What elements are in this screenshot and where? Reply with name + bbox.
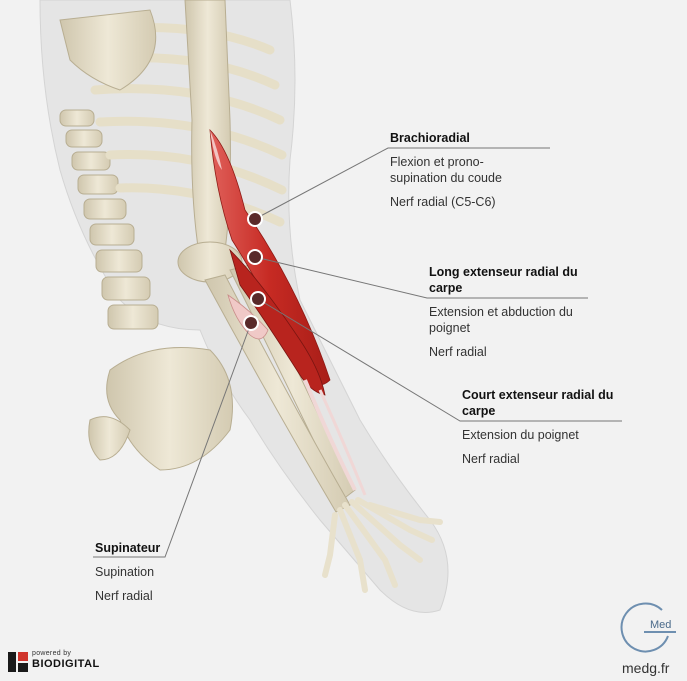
supinateur-title: Supinateur	[95, 541, 161, 555]
supinateur-leader	[93, 322, 252, 558]
brachioradial-leader	[254, 147, 550, 220]
supinateur-label: Supinateur Supination Nerf radial	[95, 540, 160, 604]
scapula	[59, 9, 157, 91]
brachioradial-title: Brachioradial	[390, 131, 470, 145]
spine	[59, 109, 159, 330]
brachioradial-label: Brachioradial Flexion et prono- supinati…	[390, 130, 502, 210]
long-extenseur-label: Long extenseur radial du carpe Extension…	[429, 264, 578, 360]
biodigital-mark-icon	[8, 652, 28, 672]
forearm-muscles	[209, 128, 367, 496]
hand-bones	[322, 497, 443, 593]
court-extenseur-nerve: Nerf radial	[462, 452, 520, 466]
brachioradial-action-2: supination du coude	[390, 171, 502, 185]
biodigital-logo: powered by BIODIGITAL	[8, 650, 118, 674]
long-extenseur-title-1: Long extenseur radial du	[429, 265, 578, 279]
humerus	[177, 0, 243, 283]
medg-site-text: medg.fr	[622, 660, 670, 676]
biodigital-text: BIODIGITAL	[32, 658, 100, 670]
long-extenseur-title-2: carpe	[429, 281, 463, 295]
supinateur-action-1: Supination	[95, 565, 155, 579]
brachioradial-action-1: Flexion et prono-	[390, 155, 484, 169]
brachioradial-nerve: Nerf radial (C5-C6)	[390, 195, 496, 209]
court-extenseur-action-1: Extension du poignet	[462, 428, 579, 442]
medg-logo-icon: Med	[620, 602, 676, 653]
court-extenseur-title-1: Court extenseur radial du	[462, 388, 614, 402]
medg-mark-text: Med	[650, 619, 671, 631]
long-extenseur-nerve: Nerf radial	[429, 345, 487, 359]
court-extenseur-label: Court extenseur radial du carpe Extensio…	[462, 387, 613, 467]
leader-lines	[93, 147, 622, 558]
supinateur-marker	[243, 315, 259, 331]
pelvis	[88, 347, 233, 471]
long-extenseur-action-1: Extension et abduction du	[429, 305, 573, 319]
long-extenseur-marker	[247, 249, 263, 265]
court-extenseur-title-2: carpe	[462, 404, 496, 418]
supinateur-nerve: Nerf radial	[95, 589, 153, 603]
long-extenseur-action-2: poignet	[429, 321, 471, 335]
long-extenseur-leader	[254, 256, 588, 299]
court-extenseur-leader	[257, 298, 622, 422]
court-extenseur-marker	[250, 291, 266, 307]
markers	[243, 211, 266, 331]
brachioradial-marker	[247, 211, 263, 227]
powered-by-text: powered by	[32, 650, 72, 657]
